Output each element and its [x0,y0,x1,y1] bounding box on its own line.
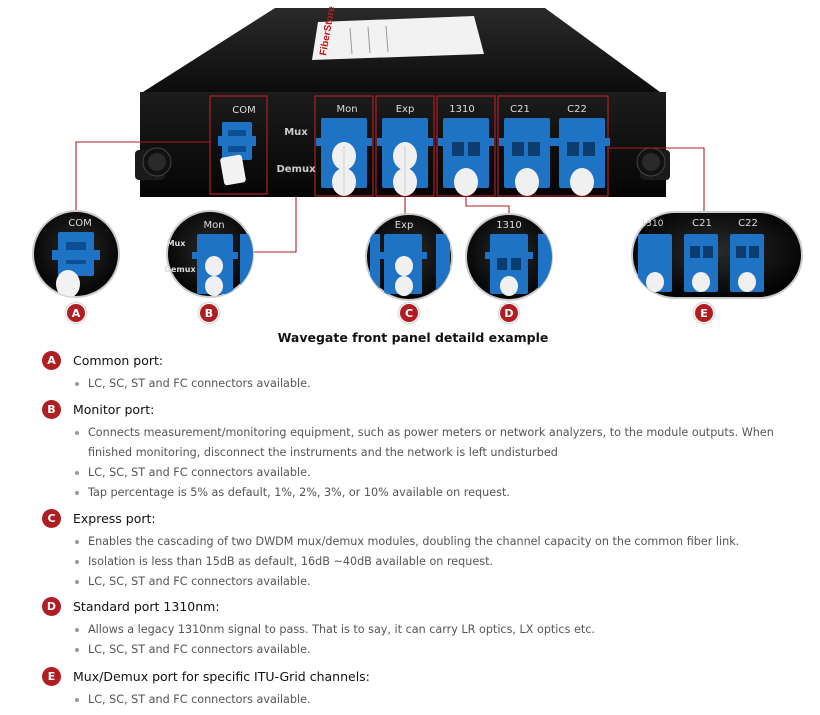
bullet-item: Enables the cascading of two DWDM mux/de… [74,532,802,552]
section-standard-port-1310: D Standard port 1310nm: Allows a legacy … [42,596,802,660]
bullet-item: LC, SC, ST and FC connectors available. [74,572,802,592]
chassis-label-sticker [312,16,484,60]
zoom-label: Mon [203,220,224,231]
zoom-label: Exp [395,220,414,231]
section-title: Standard port 1310nm: [73,598,220,614]
callout-badge-b: B [199,303,219,323]
thumbscrew-left-icon [135,147,172,180]
bullet-list: Connects measurement/monitoring equipmen… [74,423,802,503]
callout-leader-lines [75,141,705,253]
chassis-port-label: Mon [336,104,357,115]
c22-connector-icon [554,118,610,196]
zoom-circle-b: Mon Mux Demux [164,210,254,298]
zoom-circle-d: 1310 [465,213,553,301]
section-mux-demux-port: E Mux/Demux port for specific ITU-Grid c… [42,666,802,710]
section-badge: B [42,399,61,419]
front-panel-figure: FiberStore COM Mon Exp 1310 C21 C22 Mux [0,0,820,330]
section-express-port: C Express port: Enables the cascading of… [42,508,802,592]
section-title: Express port: [73,510,156,526]
bullet-list: LC, SC, ST and FC connectors available. [74,374,802,394]
bullet-item: Isolation is less than 15dB as default, … [74,552,802,572]
section-monitor-port: B Monitor port: Connects measurement/mon… [42,399,802,503]
demux-label: Demux [276,164,316,175]
chassis-port-label: 1310 [449,104,474,115]
mon-connector-icon [316,118,372,196]
bullet-list: Allows a legacy 1310nm signal to pass. T… [74,620,802,660]
exp-connector-icon [377,118,433,196]
section-badge: E [42,666,61,686]
bullet-item: LC, SC, ST and FC connectors available. [74,374,802,394]
zoom-label: C22 [738,218,758,229]
callout-badge-a: A [66,303,86,323]
zoom-label: C21 [692,218,712,229]
zoom-circle-a: COM [32,210,120,298]
zoom-label: COM [68,218,91,229]
bullet-item: LC, SC, ST and FC connectors available. [74,640,802,660]
section-title: Monitor port: [73,401,155,417]
callout-badge-d: D [499,303,519,323]
chassis-port-label: C21 [510,104,530,115]
bullet-item: Tap percentage is 5% as default, 1%, 2%,… [74,483,802,503]
bullet-item: Connects measurement/monitoring equipmen… [74,423,802,463]
com-port-frame [209,95,268,195]
mux-label: Mux [284,127,308,138]
zoom-label: 1310 [496,220,521,231]
bullet-item: Allows a legacy 1310nm signal to pass. T… [74,620,802,640]
com-connector-icon [218,122,256,186]
chassis-port-label: Exp [396,104,415,115]
bullet-item: LC, SC, ST and FC connectors available. [74,463,802,483]
bullet-list: Enables the cascading of two DWDM mux/de… [74,532,802,592]
section-badge: C [42,508,61,528]
front-panel-illustration: FiberStore COM Mon Exp 1310 C21 C22 Mux [32,5,803,301]
c21-connector-icon [499,118,555,196]
section-badge: D [42,596,61,616]
callout-badge-c: C [399,303,419,323]
section-common-port: A Common port: LC, SC, ST and FC connect… [42,350,802,394]
section-title: Common port: [73,352,164,368]
1310-connector-icon [438,118,494,196]
bullet-list: LC, SC, ST and FC connectors available. [74,690,802,710]
zoom-label: Demux [164,265,196,274]
thumbscrew-right-icon [636,147,670,180]
zoom-circle-c: Exp [365,213,453,301]
figure-caption: Wavegate front panel detaild example [277,330,549,345]
section-title: Mux/Demux port for specific ITU-Grid cha… [73,668,370,684]
bullet-item: LC, SC, ST and FC connectors available. [74,690,802,710]
zoom-label: 1310 [641,219,664,229]
zoom-circle-e: 1310 C21 C22 [631,211,803,299]
chassis-port-label: COM [232,105,255,116]
zoom-label: Mux [167,239,187,248]
callout-badge-e: E [694,303,714,323]
section-badge: A [42,350,61,370]
chassis-port-label: C22 [567,104,587,115]
